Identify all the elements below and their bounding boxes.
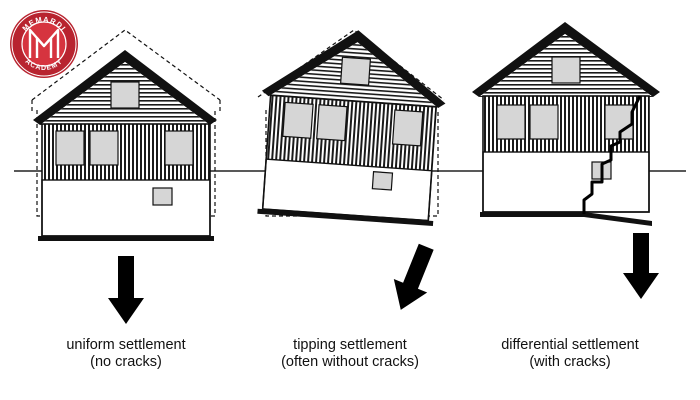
logo-mark: [28, 28, 60, 58]
house-uniform-original-outline: [31, 29, 221, 217]
window: [496, 104, 526, 140]
window: [55, 130, 85, 166]
caption-subtitle: (with cracks): [529, 354, 611, 370]
settlement-arrow: [393, 243, 434, 310]
window: [316, 104, 348, 142]
settlement-arrow: [108, 256, 144, 324]
crack: [582, 95, 642, 214]
house-tipping: [257, 29, 446, 310]
caption-subtitle: (no cracks): [90, 354, 162, 370]
window: [282, 101, 314, 139]
caption-tipping: tipping settlement (often without cracks…: [250, 337, 450, 371]
caption-uniform: uniform settlement (no cracks): [26, 337, 226, 371]
memardi-academy-logo: MEMARDI ACADEMY: [10, 10, 78, 78]
foundation: [480, 212, 584, 217]
foundation: [257, 208, 434, 226]
house-uniform: [31, 29, 221, 324]
window: [529, 104, 559, 140]
wall-base: [482, 151, 650, 213]
window: [164, 130, 194, 166]
foundation-settled: [584, 212, 652, 226]
window: [89, 130, 119, 166]
window: [110, 81, 140, 109]
settlement-arrow: [623, 233, 659, 299]
roof: [261, 30, 446, 109]
window: [152, 187, 173, 206]
window: [551, 56, 581, 84]
caption-subtitle: (often without cracks): [281, 354, 419, 370]
caption-title: differential settlement: [501, 337, 639, 353]
tilted-house: [257, 30, 446, 226]
caption-title: uniform settlement: [66, 337, 186, 353]
foundation: [38, 236, 214, 241]
window: [371, 171, 394, 191]
house-differential: [472, 22, 660, 299]
caption-title: tipping settlement: [293, 337, 407, 353]
window: [339, 56, 372, 86]
caption-differential: differential settlement (with cracks): [470, 337, 670, 371]
window: [391, 109, 424, 147]
wall-base: [41, 179, 211, 237]
